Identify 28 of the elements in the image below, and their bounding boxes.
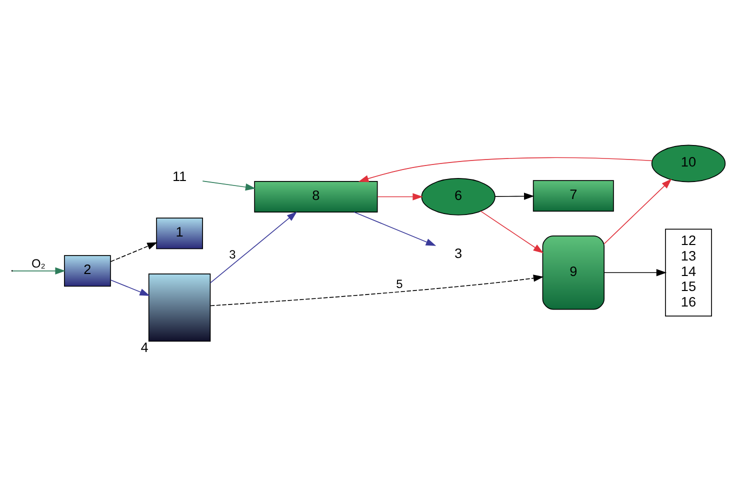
arrow [480,210,544,253]
arrow [494,192,534,200]
arrow [210,211,298,283]
edge-label: 3 [229,246,236,261]
arrow [354,211,436,246]
arrow [202,180,256,190]
edge-label: O₂ [32,256,46,270]
node-ellipse: 6 [421,178,496,215]
arrow [110,242,158,262]
arrow [210,274,544,306]
node-label: 4 [140,340,148,355]
edge-label: 5 [396,276,403,291]
node-box [148,272,211,342]
node-text: 3 [454,245,462,260]
arrow [377,192,423,200]
arrow [604,178,672,244]
node-box: 8 [254,180,378,212]
arrow [604,268,667,276]
node-box: 1 [156,217,203,249]
node-box: 2 [64,254,111,286]
node-box: 9 [542,235,605,310]
arrow [110,279,150,296]
arrow [358,156,653,182]
node-ellipse: 10 [651,144,726,182]
node-text: 11 [172,168,187,184]
node-box: 12 13 14 15 16 [665,228,712,316]
arrow [12,266,66,274]
node-box: 7 [532,180,614,212]
